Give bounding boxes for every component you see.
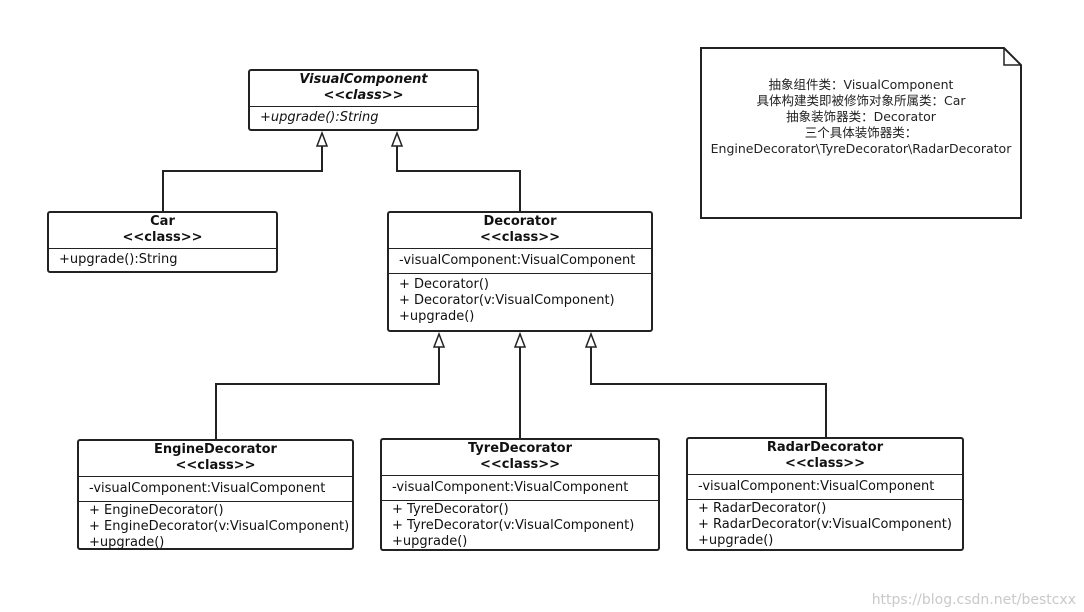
- class-visual-component[interactable]: VisualComponent <<class>> +upgrade():Str…: [248, 69, 479, 131]
- radar-generalization-line: [590, 347, 827, 438]
- method: + Decorator(v:VisualComponent): [399, 293, 615, 308]
- attributes-section: -visualComponent:VisualComponent: [688, 474, 962, 499]
- class-name: Decorator: [483, 214, 557, 229]
- method: + TyreDecorator(v:VisualComponent): [392, 518, 635, 533]
- method: +upgrade(): [89, 535, 165, 550]
- radar-arrowhead: [584, 331, 598, 348]
- class-engine-decorator[interactable]: EngineDecorator <<class>> -visualCompone…: [77, 439, 354, 550]
- methods-section: + TyreDecorator() + TyreDecorator(v:Visu…: [382, 500, 658, 553]
- method: + EngineDecorator(v:VisualComponent): [89, 519, 350, 534]
- class-stereotype: <<class>>: [480, 457, 560, 472]
- method: + Decorator(): [399, 277, 489, 292]
- attribute: -visualComponent:VisualComponent: [698, 479, 935, 494]
- attributes-section: -visualComponent:VisualComponent: [79, 476, 352, 501]
- attributes-section: -visualComponent:VisualComponent: [382, 475, 658, 500]
- method: +upgrade(): [399, 309, 475, 324]
- class-radar-decorator[interactable]: RadarDecorator <<class>> -visualComponen…: [686, 437, 964, 551]
- class-name: EngineDecorator: [154, 442, 277, 457]
- method: + RadarDecorator(): [698, 501, 827, 516]
- class-stereotype: <<class>>: [122, 230, 203, 245]
- engine-generalization-line: [215, 347, 440, 440]
- methods-section: +upgrade():String: [49, 248, 276, 271]
- note-line: 具体构建类即被修饰对象所属类：Car: [756, 93, 966, 108]
- attribute: -visualComponent:VisualComponent: [89, 481, 326, 496]
- note[interactable]: 抽象组件类：VisualComponent 具体构建类即被修饰对象所属类：Car…: [700, 47, 1022, 219]
- class-stereotype: <<class>>: [175, 458, 256, 473]
- note-line: 抽象组件类：VisualComponent: [768, 77, 954, 92]
- class-stereotype: <<class>>: [785, 456, 865, 471]
- class-stereotype: <<class>>: [323, 88, 404, 103]
- methods-section: + Decorator() + Decorator(v:VisualCompon…: [389, 273, 651, 328]
- class-name: RadarDecorator: [766, 440, 884, 455]
- class-header: Decorator <<class>>: [389, 213, 651, 248]
- method: +upgrade():String: [260, 110, 379, 125]
- decorator-arrowhead: [390, 130, 404, 147]
- method: + TyreDecorator(): [392, 502, 509, 517]
- methods-section: + RadarDecorator() + RadarDecorator(v:Vi…: [688, 499, 962, 552]
- note-line: EngineDecorator\TyreDecorator\RadarDecor…: [710, 141, 1012, 156]
- attribute: -visualComponent:VisualComponent: [392, 480, 629, 495]
- class-decorator[interactable]: Decorator <<class>> -visualComponent:Vis…: [387, 211, 653, 332]
- note-line: 抽象装饰器类：Decorator: [786, 109, 936, 124]
- class-header: RadarDecorator <<class>>: [688, 439, 962, 474]
- class-car[interactable]: Car <<class>> +upgrade():String: [47, 211, 278, 273]
- note-line: 三个具体装饰器类：: [804, 125, 918, 140]
- methods-section: +upgrade():String: [250, 106, 477, 129]
- tyre-arrowhead: [513, 331, 527, 348]
- method: +upgrade(): [392, 534, 468, 549]
- class-name: TyreDecorator: [467, 441, 572, 456]
- decorator-generalization-line: [396, 146, 521, 212]
- attribute: -visualComponent:VisualComponent: [399, 253, 636, 268]
- method: + RadarDecorator(v:VisualComponent): [698, 517, 952, 532]
- methods-section: + EngineDecorator() + EngineDecorator(v:…: [79, 501, 352, 554]
- method: +upgrade(): [698, 533, 774, 548]
- method: + EngineDecorator(): [89, 503, 224, 518]
- car-arrowhead: [315, 130, 329, 147]
- class-header: TyreDecorator <<class>>: [382, 440, 658, 475]
- class-tyre-decorator[interactable]: TyreDecorator <<class>> -visualComponent…: [380, 438, 660, 551]
- class-header: Car <<class>>: [49, 213, 276, 248]
- watermark: https://blog.csdn.net/bestcxx: [871, 592, 1076, 608]
- note-shape: [700, 47, 1022, 219]
- note-text: 抽象组件类：VisualComponent 具体构建类即被修饰对象所属类：Car…: [708, 77, 1014, 157]
- class-header: VisualComponent <<class>>: [250, 71, 477, 106]
- car-generalization-line: [162, 146, 323, 212]
- engine-arrowhead: [432, 331, 446, 348]
- class-stereotype: <<class>>: [480, 230, 560, 245]
- class-name: VisualComponent: [299, 72, 428, 87]
- attributes-section: -visualComponent:VisualComponent: [389, 248, 651, 273]
- class-header: EngineDecorator <<class>>: [79, 441, 352, 476]
- class-name: Car: [150, 214, 175, 229]
- method: +upgrade():String: [59, 252, 178, 267]
